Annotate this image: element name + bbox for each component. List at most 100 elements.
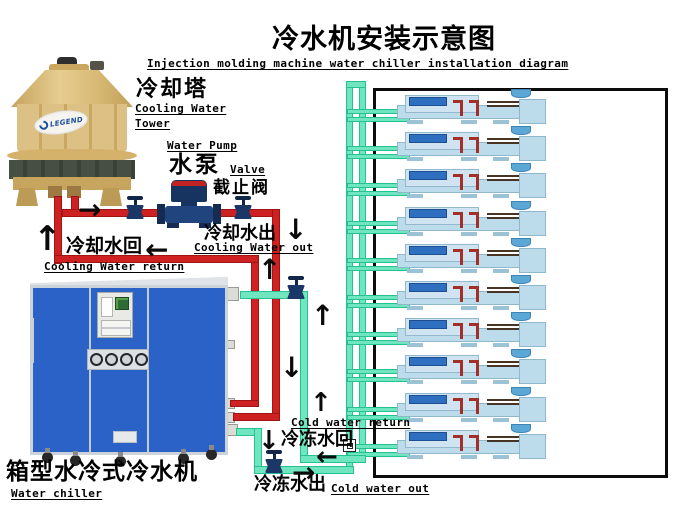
panel-seam — [89, 288, 91, 452]
gauge-strip — [87, 349, 149, 370]
machine-foot — [407, 380, 423, 384]
machine-return-stub-pipe — [347, 377, 410, 382]
caster-wheel — [206, 445, 217, 460]
machine-coolant-pipe — [469, 398, 479, 414]
label-chiller-cn: 箱型水冷式冷水机 — [6, 459, 198, 485]
machine-barrel-line — [487, 179, 527, 181]
tower-outlet-fitting — [48, 186, 62, 198]
pump-neck — [181, 202, 197, 208]
machine-hopper — [511, 349, 531, 358]
tower-dark-band — [9, 160, 135, 179]
machine-barrel-line — [487, 175, 527, 177]
machine-foot — [493, 120, 509, 124]
machine-barrel-line — [487, 361, 527, 363]
caster-wheel — [70, 451, 81, 466]
machine-coolant-pipe — [469, 212, 479, 228]
machine-return-stub-pipe — [347, 117, 410, 122]
machine-injection-unit — [519, 359, 546, 384]
flow-arrow-up: ↑ — [258, 253, 282, 286]
injection-molding-machine — [397, 163, 547, 199]
controller-screen — [115, 297, 129, 310]
machine-foot — [461, 120, 477, 124]
pump-volute — [165, 206, 213, 223]
flow-arrow-right: → — [292, 456, 316, 489]
machine-return-stub-pipe — [347, 191, 410, 196]
machine-hopper — [511, 238, 531, 247]
control-panel — [97, 292, 133, 338]
machine-control-box — [409, 283, 447, 292]
machine-return-stub-pipe — [347, 154, 410, 159]
machine-foot — [461, 380, 477, 384]
injection-molding-machine — [397, 275, 547, 311]
machine-control-box — [409, 357, 447, 366]
injection-molding-machine — [397, 126, 547, 162]
machine-barrel-line — [487, 254, 527, 256]
pump-flange — [157, 204, 165, 224]
machine-injection-unit — [519, 397, 546, 422]
machine-coolant-pipe — [469, 435, 479, 451]
machine-control-box — [409, 97, 447, 106]
machine-return-stub-pipe — [347, 303, 410, 308]
label-pump-cn: 水泵 — [169, 152, 221, 178]
gate-valve-cooling-2 — [234, 196, 252, 219]
tower-basin — [13, 177, 131, 190]
flow-arrow-down: ↓ — [284, 213, 308, 246]
chilled-supply-bottom-pipe — [254, 466, 354, 474]
machine-foot — [493, 343, 509, 347]
machine-barrel-line — [487, 436, 527, 438]
machine-foot — [493, 418, 509, 422]
page-subtitle: Injection molding machine water chiller … — [147, 57, 569, 70]
machine-control-box — [409, 134, 447, 143]
header-top-cap-pipe — [346, 81, 366, 88]
machine-coolant-pipe — [469, 360, 479, 376]
valve-stem — [273, 453, 276, 460]
machine-barrel-line — [487, 287, 527, 289]
tower-leg — [100, 188, 122, 206]
tower-return-riser-pipe — [54, 196, 62, 264]
machine-barrel-line — [487, 324, 527, 326]
machine-foot — [407, 306, 423, 310]
machine-barrel-line — [487, 213, 527, 215]
label-cold-out-cn: 冷冻水出 — [254, 474, 326, 495]
gate-valve-chilled-supply — [265, 450, 283, 473]
machine-injection-unit — [519, 285, 546, 310]
pump-motor-stripe — [172, 181, 206, 186]
machine-foot — [407, 343, 423, 347]
label-valve-en: Valve — [230, 163, 266, 176]
pressure-gauge — [135, 353, 148, 366]
machine-barrel-line — [487, 142, 527, 144]
panel-seam — [147, 288, 149, 452]
caster-wheel — [42, 448, 53, 463]
machine-injection-unit — [519, 434, 546, 459]
injection-molding-machine — [397, 424, 547, 460]
chiller-front-panel — [30, 285, 228, 455]
caster-wheel — [115, 452, 126, 467]
valve-handwheel — [127, 196, 143, 200]
label-tower-cn: 冷却塔 — [136, 77, 209, 102]
machine-coolant-pipe — [453, 360, 463, 376]
pump-foot — [167, 223, 179, 228]
tower-dome — [11, 70, 133, 107]
machine-coolant-pipe — [453, 100, 463, 116]
machine-foot — [493, 380, 509, 384]
machine-coolant-pipe — [453, 435, 463, 451]
injection-molding-machine — [397, 349, 547, 385]
pressure-gauge — [120, 353, 133, 366]
tower-top-ring — [49, 64, 89, 73]
machine-injection-unit — [519, 99, 546, 124]
flow-arrow-down: ↓ — [258, 426, 280, 456]
tower-outlet-fitting — [67, 186, 81, 198]
machine-foot — [461, 269, 477, 273]
machine-injection-unit — [519, 248, 546, 273]
machine-foot — [461, 418, 477, 422]
flow-arrow-up: ↑ — [311, 299, 335, 332]
machine-coolant-pipe — [469, 137, 479, 153]
logo-swoosh-icon — [37, 118, 50, 132]
machine-coolant-pipe — [453, 174, 463, 190]
machine-return-stub-pipe — [347, 340, 410, 345]
machine-return-stub-pipe — [347, 229, 410, 234]
chilled-return-header-pipe — [359, 81, 366, 463]
label-chiller-en: Water chiller — [11, 487, 103, 500]
label-cold-return-en: Cold water return — [291, 416, 411, 429]
machine-foot — [493, 194, 509, 198]
